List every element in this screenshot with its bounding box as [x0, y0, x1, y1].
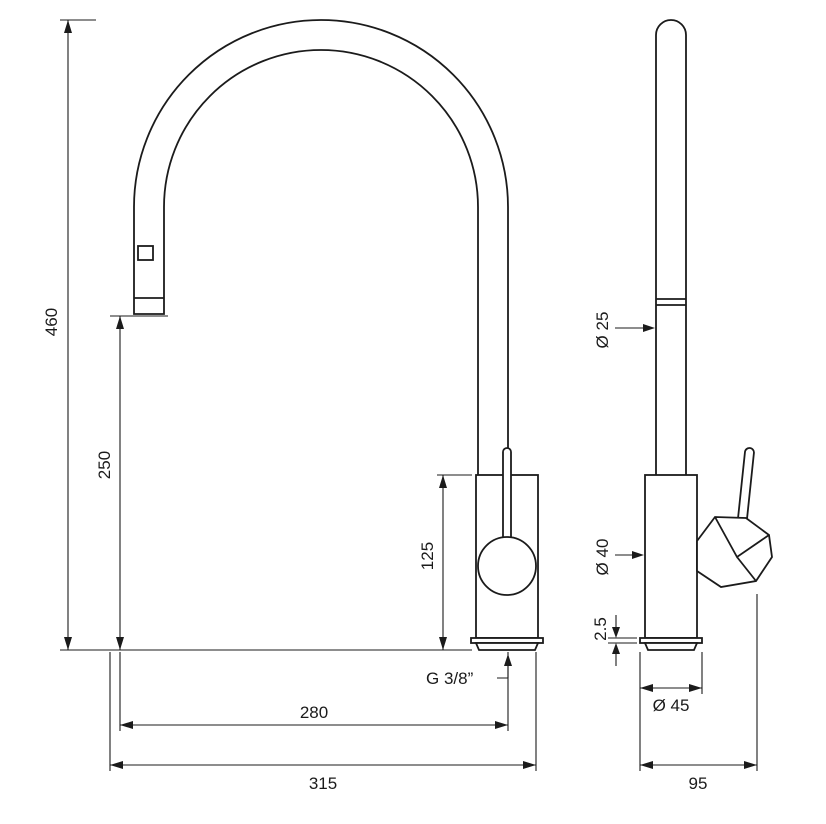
- extension-line: [109, 652, 537, 771]
- arrowhead-up: [612, 643, 620, 654]
- dim-body-diameter: Ø 40: [593, 539, 644, 576]
- dim-label-body-diameter: Ø 40: [593, 539, 612, 576]
- dim-label-overall-width: 315: [309, 774, 337, 793]
- dim-overall-depth: 95: [640, 594, 758, 793]
- arrowhead-right: [689, 684, 702, 692]
- side-dimensions: Ø 25 Ø 40 2.5 Ø 45 95: [591, 312, 758, 793]
- extension-line: [639, 652, 703, 771]
- dim-connection-thread: G 3/8”: [426, 654, 512, 688]
- arrowhead-left: [120, 721, 133, 729]
- arrowhead-left: [640, 684, 653, 692]
- arrowhead-right: [632, 551, 644, 559]
- dim-label-overall-depth: 95: [689, 774, 708, 793]
- dim-label-base-plate-thickness: 2.5: [591, 617, 610, 641]
- dim-label-body-height: 125: [418, 542, 437, 570]
- side-view: [639, 19, 773, 651]
- arrowhead-up: [439, 475, 447, 488]
- arrowhead-right: [643, 324, 655, 332]
- arrowhead-up: [504, 654, 512, 666]
- arrowhead-left: [110, 761, 123, 769]
- spout-button: [137, 245, 154, 261]
- dim-body-height: 125: [418, 474, 472, 650]
- dim-overall-width: 315: [109, 652, 537, 793]
- gooseneck-inner-arc: [163, 49, 479, 208]
- handle-knob-circle: [477, 536, 537, 596]
- dim-label-overall-height: 460: [42, 308, 61, 336]
- gooseneck-outer-arc: [133, 19, 509, 208]
- arrowhead-right: [495, 721, 508, 729]
- front-dimensions: 460 250 125 280 315: [42, 19, 537, 793]
- lever-facet-lines: [714, 516, 770, 582]
- arrowhead-right: [744, 761, 757, 769]
- arrowhead-up: [64, 20, 72, 33]
- extension-line: [60, 19, 472, 651]
- base-foot-front: [474, 642, 540, 651]
- dim-spout-diameter: Ø 25: [593, 312, 655, 349]
- dim-label-spout-reach: 280: [300, 703, 328, 722]
- dim-base-plate-thickness: 2.5: [591, 615, 637, 666]
- spout-tube-side: [655, 19, 687, 475]
- dim-overall-height: 460: [42, 19, 472, 651]
- front-view: [133, 19, 544, 651]
- arrowhead-down: [439, 637, 447, 650]
- arrowhead-left: [640, 761, 653, 769]
- dim-label-connection-thread: G 3/8”: [426, 669, 474, 688]
- dim-label-base-diameter: Ø 45: [653, 696, 690, 715]
- dim-base-diameter: Ø 45: [639, 652, 703, 771]
- tube-joint-lines: [656, 298, 686, 306]
- arrowhead-right: [523, 761, 536, 769]
- spout-tip-front: [133, 207, 165, 315]
- dim-label-spout-height: 250: [95, 451, 114, 479]
- arrowhead-down: [64, 637, 72, 650]
- extension-line: [608, 637, 637, 644]
- handle-stick-front: [502, 447, 512, 549]
- base-foot-side: [643, 642, 699, 651]
- faucet-body-side: [644, 474, 698, 639]
- arrowhead-down: [612, 627, 620, 638]
- arrowhead-up: [116, 316, 124, 329]
- dim-spout-reach: 280: [119, 652, 509, 731]
- dim-spout-height: 250: [95, 315, 168, 650]
- dim-label-spout-diameter: Ø 25: [593, 312, 612, 349]
- arrowhead-down: [116, 637, 124, 650]
